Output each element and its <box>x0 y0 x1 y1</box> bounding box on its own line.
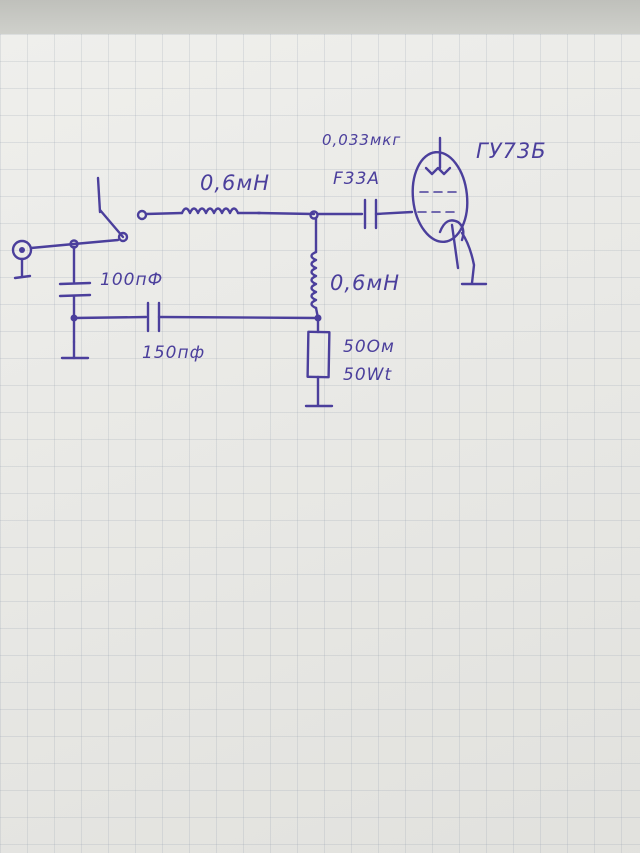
switch-symbol <box>96 176 148 243</box>
capacitor-c1-label: 100пФ <box>100 270 163 290</box>
background-shadow <box>0 0 640 34</box>
capacitor-top-voltage-label: F33A <box>333 169 380 189</box>
capacitor-c1-symbol <box>58 245 92 360</box>
resistor-watt-label: 50Wt <box>343 365 392 385</box>
tube-label: ГУ73Б <box>476 139 547 163</box>
graph-paper <box>0 34 640 853</box>
capacitor-c2-symbol <box>72 301 320 333</box>
capacitor-c2-label: 150пф <box>142 343 205 363</box>
inductor-l1-symbol <box>144 207 262 216</box>
resistor-load-symbol <box>304 316 334 408</box>
capacitor-top-value-label: 0,033мкг <box>322 131 401 149</box>
inductor-l2-label: 0,6мН <box>330 271 400 295</box>
capacitor-top-symbol <box>363 198 414 230</box>
coax-input-connector <box>11 239 33 280</box>
inductor-l2-symbol <box>310 216 322 322</box>
resistor-ohm-label: 50Ом <box>343 337 395 357</box>
vacuum-tube-symbol <box>411 136 488 286</box>
top-wire <box>256 210 364 220</box>
inductor-l1-label: 0,6мН <box>200 171 270 195</box>
